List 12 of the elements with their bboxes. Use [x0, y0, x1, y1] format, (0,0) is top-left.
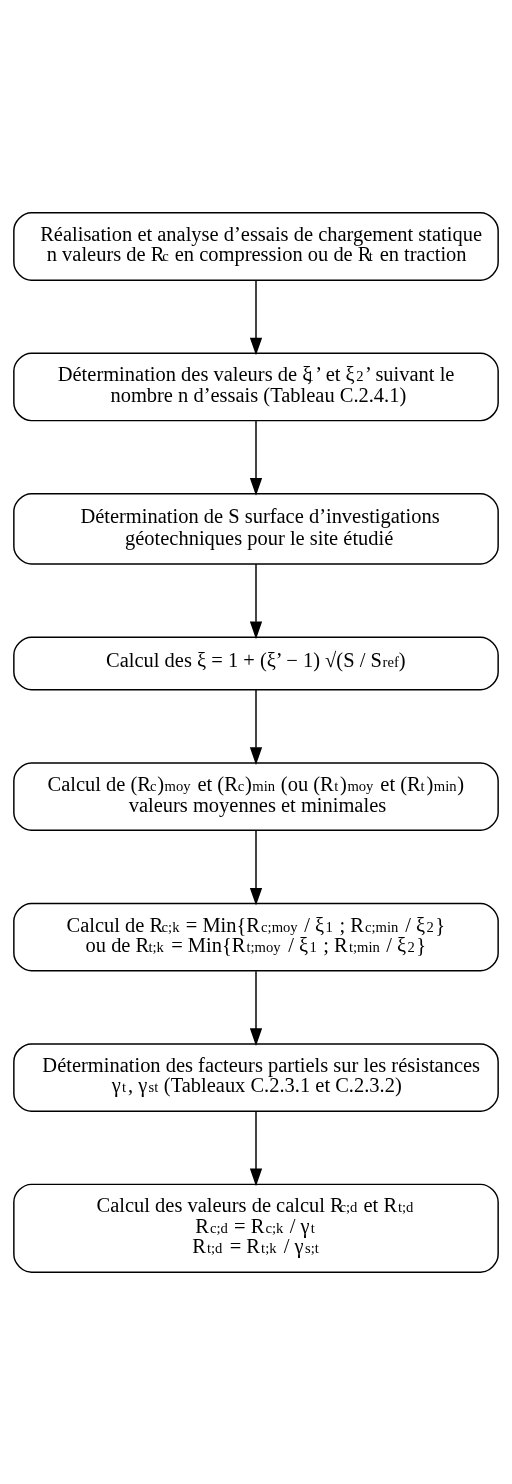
- arrow: [249, 419, 263, 496]
- arrow: [249, 563, 263, 639]
- node-box: Calcul de (Rc)moy et (Rc)min (ou (Rt)moy et (Rt)min) valeurs moyennes et minimales: [13, 761, 499, 831]
- arrow: [249, 969, 263, 1046]
- arrow: [249, 1110, 263, 1186]
- node-box: Détermination des facteurs partiels sur les résistances γt, γst (Tableaux C.2.3.1 et C.2.3.2): [13, 1042, 499, 1112]
- node-box: Détermination de S surface d’investigations géotechniques pour le site étudié: [13, 492, 499, 565]
- arrow: [249, 279, 263, 355]
- node-box: Calcul des ξ = 1 + (ξ’ − 1) √(S / Sref): [13, 635, 499, 691]
- arrow: [249, 829, 263, 905]
- node-box: Calcul de Rc;k = Min{Rc;moy / ξ1 ; Rc;min / ξ2} ou de Rt;k = Min{Rt;moy / ξ1 ; Rt;min / ξ2}: [13, 902, 499, 971]
- arrow: [249, 688, 263, 765]
